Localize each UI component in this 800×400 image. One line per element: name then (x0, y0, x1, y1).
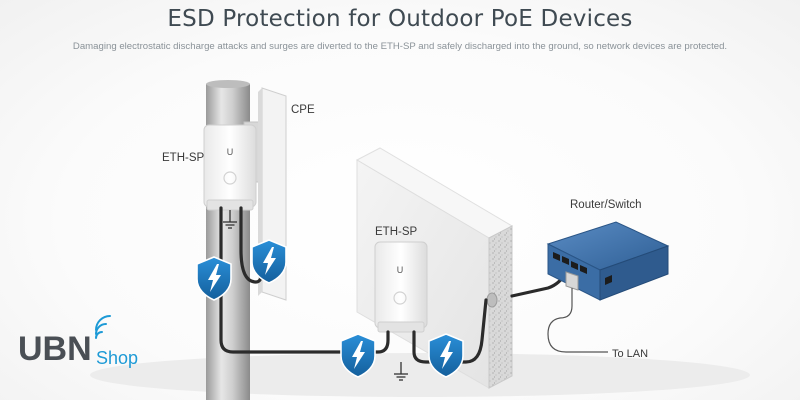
page-title: ESD Protection for Outdoor PoE Devices (167, 6, 633, 32)
ubiquiti-logo-icon: U (397, 265, 404, 275)
logo-main-text: UBN (18, 330, 92, 368)
label-cpe: CPE (291, 104, 315, 116)
router-switch-device (546, 221, 670, 301)
lan-cable (547, 288, 608, 353)
label-eth-sp-pole: ETH-SP (162, 152, 205, 164)
floor-shadow (90, 353, 750, 397)
label-to-lan: To LAN (612, 348, 648, 360)
label-router-switch: Router/Switch (570, 199, 642, 211)
page-subtitle: Damaging electrostatic discharge attacks… (72, 41, 728, 52)
eth-sp-pole-device: U (203, 124, 257, 211)
ubnshop-logo: UBN Shop (18, 315, 138, 368)
wifi-icon (95, 315, 111, 339)
ubiquiti-logo-icon: U (227, 147, 234, 157)
logo-sub-text: Shop (96, 348, 138, 368)
label-eth-sp-wall: ETH-SP (375, 226, 418, 238)
eth-sp-wall-device: U (374, 241, 428, 333)
